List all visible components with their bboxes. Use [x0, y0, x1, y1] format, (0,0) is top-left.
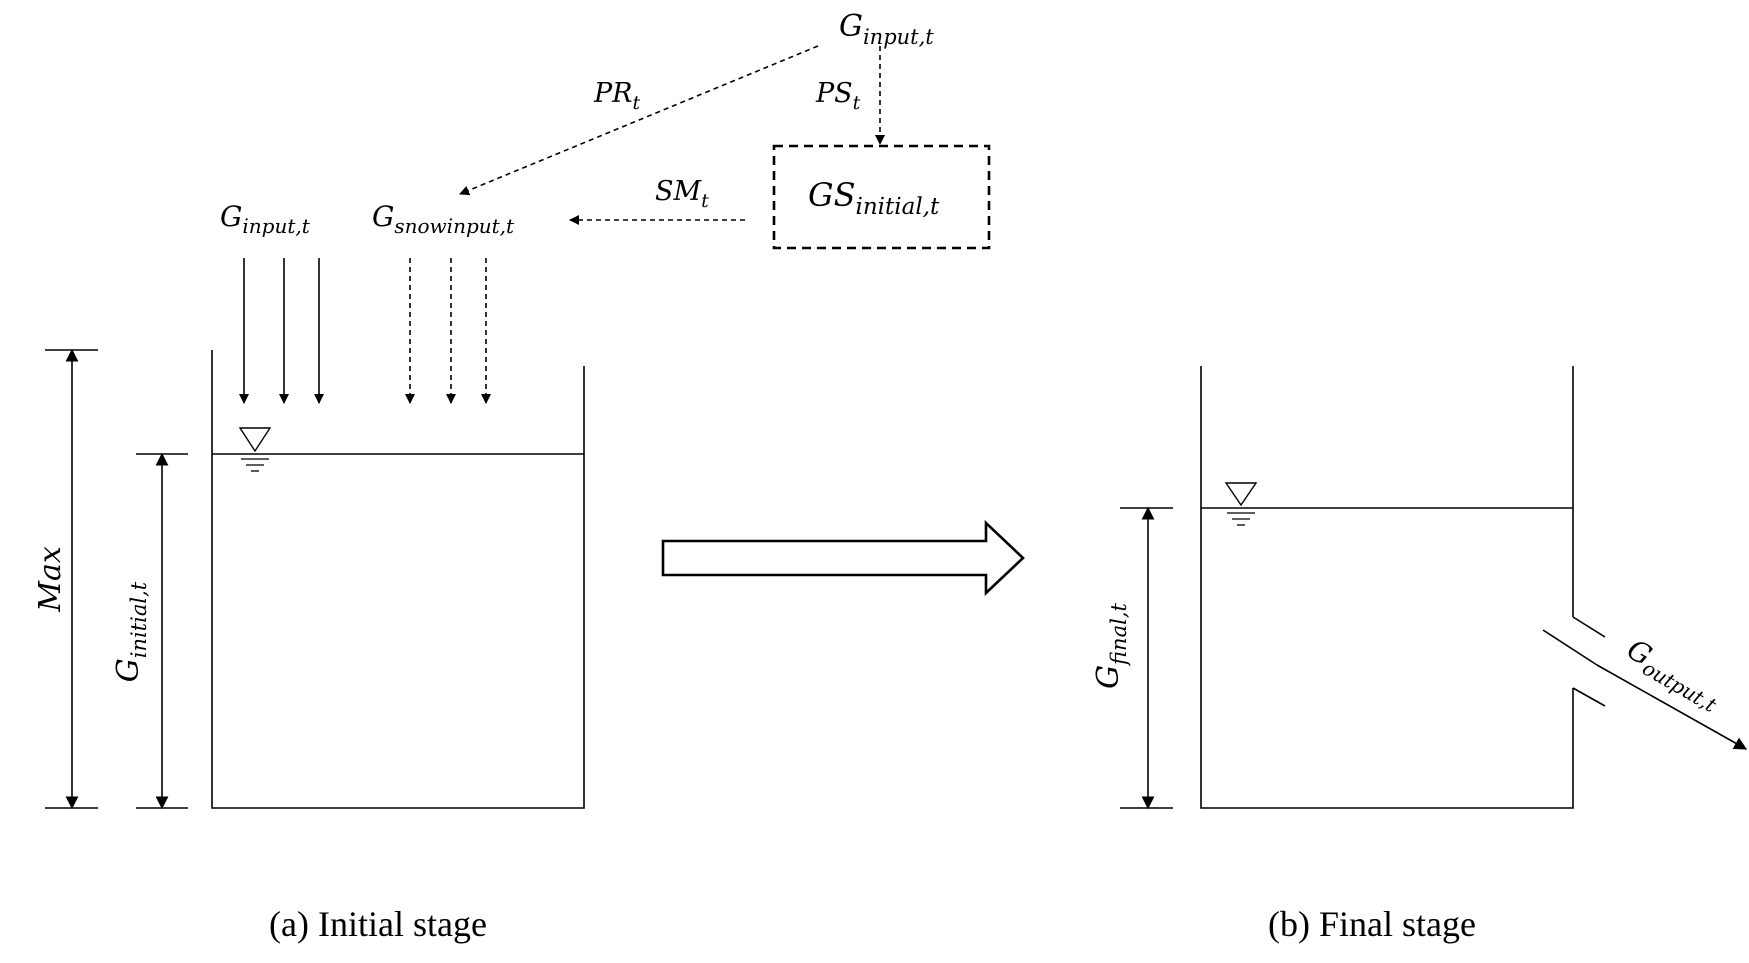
- outlet-pipe-upper: [1572, 616, 1606, 638]
- output-arrow: [1596, 664, 1748, 750]
- output-label: Goutput,t: [1619, 632, 1728, 717]
- snow-input-label: Gsnowinput,t: [372, 200, 515, 238]
- water-level-symbol: [1224, 482, 1258, 526]
- top-input-label: Ginput,t: [839, 9, 934, 49]
- caption-initial-stage: (a) Initial stage: [269, 904, 487, 944]
- bucket-a: [211, 350, 585, 809]
- outlet-pipe-lower: [1572, 687, 1606, 707]
- snow-storage-label: GSinitial,t: [808, 176, 940, 220]
- pr-flow-arrow: [459, 45, 819, 196]
- snow-storage-box: [772, 144, 991, 250]
- sm-flow-label: SMt: [655, 176, 709, 212]
- ps-flow-label: PSt: [815, 78, 861, 114]
- rain-input-label: Ginput,t: [220, 200, 311, 238]
- initial-level-label: Ginitial,t: [111, 581, 151, 682]
- outlet-pipe-left: [1542, 629, 1598, 666]
- final-level-label: Gfinal,t: [1091, 603, 1131, 689]
- pr-flow-label: PRt: [593, 78, 641, 114]
- water-level-symbol: [238, 427, 272, 472]
- bucket-b-left-wall: [1200, 366, 1574, 809]
- caption-final-stage: (b) Final stage: [1268, 904, 1476, 944]
- max-label: Max: [33, 546, 68, 613]
- transition-arrow: [661, 519, 1025, 597]
